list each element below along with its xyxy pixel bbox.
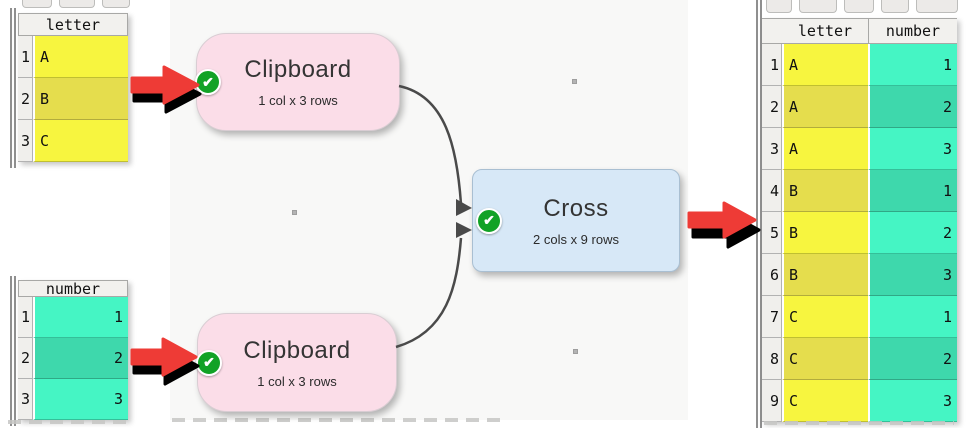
cell-letter[interactable]: B: [33, 78, 128, 120]
row-number[interactable]: 4: [762, 170, 782, 212]
toolbar-fragment-button[interactable]: [844, 0, 874, 13]
toolbar-fragment-button[interactable]: [916, 0, 958, 13]
row-number[interactable]: 1: [18, 297, 33, 338]
cell-letter[interactable]: C: [782, 380, 868, 422]
col-header-letter[interactable]: letter: [18, 13, 128, 36]
status-check-icon: ✔: [196, 349, 222, 376]
canvas-grid-dot: [572, 79, 577, 84]
table-letter-input: letter 1 A 2 B 3 C: [18, 13, 128, 162]
row-number[interactable]: 7: [762, 296, 782, 338]
row-number[interactable]: 2: [18, 78, 33, 120]
corner-header: [762, 18, 782, 44]
torn-edge: [764, 421, 954, 425]
node-subtitle: 2 cols x 9 rows: [533, 231, 619, 247]
col-header-number[interactable]: number: [18, 280, 128, 298]
node-title: Clipboard: [244, 56, 352, 83]
cell-letter[interactable]: A: [33, 36, 128, 78]
window-edge: [10, 276, 16, 426]
cell-number[interactable]: 1: [868, 170, 957, 212]
cell-number[interactable]: 3: [868, 380, 957, 422]
node-clipboard-top[interactable]: ✔ Clipboard 1 col x 3 rows: [195, 33, 400, 131]
toolbar-fragment-button[interactable]: [881, 0, 909, 13]
col-header-letter[interactable]: letter: [782, 18, 868, 44]
cell-number[interactable]: 3: [33, 379, 128, 420]
cell-letter[interactable]: B: [782, 212, 868, 254]
col-header-number[interactable]: number: [868, 18, 957, 44]
cell-letter[interactable]: C: [782, 338, 868, 380]
cell-letter[interactable]: A: [782, 86, 868, 128]
node-title: Clipboard: [243, 336, 351, 364]
row-number[interactable]: 2: [762, 86, 782, 128]
cell-letter[interactable]: C: [33, 120, 128, 162]
status-check-icon: ✔: [195, 69, 221, 95]
canvas-grid-dot: [292, 210, 297, 215]
status-check-icon: ✔: [476, 207, 502, 234]
cell-number[interactable]: 3: [868, 128, 957, 170]
table-output: letter number 1 A 1 2 A 2 3 A 3 4 B 1 5 …: [762, 18, 957, 422]
node-title: Cross: [543, 194, 609, 222]
cell-number[interactable]: 2: [868, 338, 957, 380]
table-number-input: number 1 1 2 2 3 3: [18, 280, 128, 420]
toolbar-fragment-button[interactable]: [102, 0, 130, 8]
toolbar-fragment: [22, 0, 130, 8]
row-number[interactable]: 8: [762, 338, 782, 380]
row-number[interactable]: 6: [762, 254, 782, 296]
cell-number[interactable]: 1: [868, 44, 957, 86]
toolbar-fragment-button[interactable]: [766, 0, 792, 13]
node-subtitle: 1 col x 3 rows: [257, 373, 337, 389]
canvas-grid-dot: [573, 349, 578, 354]
torn-edge: [172, 418, 502, 422]
cell-number[interactable]: 1: [868, 296, 957, 338]
toolbar-fragment-button[interactable]: [22, 0, 52, 8]
row-number[interactable]: 3: [18, 379, 33, 420]
row-number[interactable]: 5: [762, 212, 782, 254]
row-number[interactable]: 2: [18, 338, 33, 379]
torn-edge: [8, 420, 132, 424]
cell-letter[interactable]: A: [782, 44, 868, 86]
cell-number[interactable]: 2: [868, 212, 957, 254]
toolbar-fragment: [766, 0, 958, 13]
cell-letter[interactable]: B: [782, 170, 868, 212]
row-number[interactable]: 1: [18, 36, 33, 78]
cell-letter[interactable]: B: [782, 254, 868, 296]
node-clipboard-bottom[interactable]: ✔ Clipboard 1 col x 3 rows: [196, 313, 397, 412]
window-edge: [10, 8, 16, 168]
row-number[interactable]: 3: [762, 128, 782, 170]
cell-number[interactable]: 2: [868, 86, 957, 128]
row-number[interactable]: 3: [18, 120, 33, 162]
node-subtitle: 1 col x 3 rows: [258, 93, 338, 108]
node-cross[interactable]: ✔ Cross 2 cols x 9 rows: [472, 169, 680, 272]
cell-number[interactable]: 3: [868, 254, 957, 296]
row-number[interactable]: 9: [762, 380, 782, 422]
cell-letter[interactable]: C: [782, 296, 868, 338]
red-arrow-output: [687, 201, 761, 249]
toolbar-fragment-button[interactable]: [59, 0, 95, 8]
row-number[interactable]: 1: [762, 44, 782, 86]
cell-letter[interactable]: A: [782, 128, 868, 170]
cell-number[interactable]: 2: [33, 338, 128, 379]
cell-number[interactable]: 1: [33, 297, 128, 338]
toolbar-fragment-button[interactable]: [799, 0, 837, 13]
